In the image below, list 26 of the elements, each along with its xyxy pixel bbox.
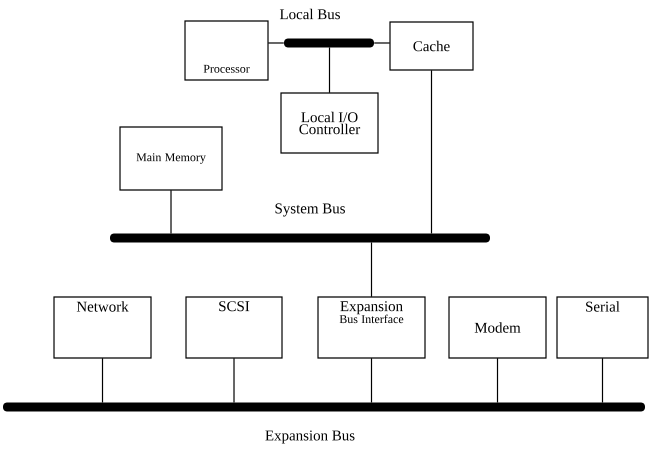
component-box: Modem [448,296,547,359]
component-box: Network [53,296,152,359]
bus-bar: Expansion Bus [3,402,645,444]
node-label: System Bus [276,203,345,217]
connector-line [430,70,432,234]
component-box: Serial [556,296,649,359]
component-box: SCSI [185,296,283,359]
connector-line [170,190,172,234]
component-box: Local I/O Controller [280,92,379,154]
component-box: Processor [184,20,269,81]
connector-line [102,358,104,402]
connector-line [602,358,604,402]
component-box: Cache [389,21,474,71]
component-box: Expansion Bus Interface [317,296,426,359]
connector-line [496,358,498,402]
bus-bar: System Bus [110,203,490,242]
connector-line [370,358,372,402]
connector-line [374,42,390,44]
node-label: Expansion Bus [265,430,354,444]
connector-line [233,358,235,402]
connector-line [268,42,284,44]
connector-line [370,242,372,296]
component-box: Main Memory [119,126,223,191]
node-label: Local Bus [280,8,340,20]
connector-line [328,48,330,92]
bus-bar: Local Bus [280,8,374,48]
